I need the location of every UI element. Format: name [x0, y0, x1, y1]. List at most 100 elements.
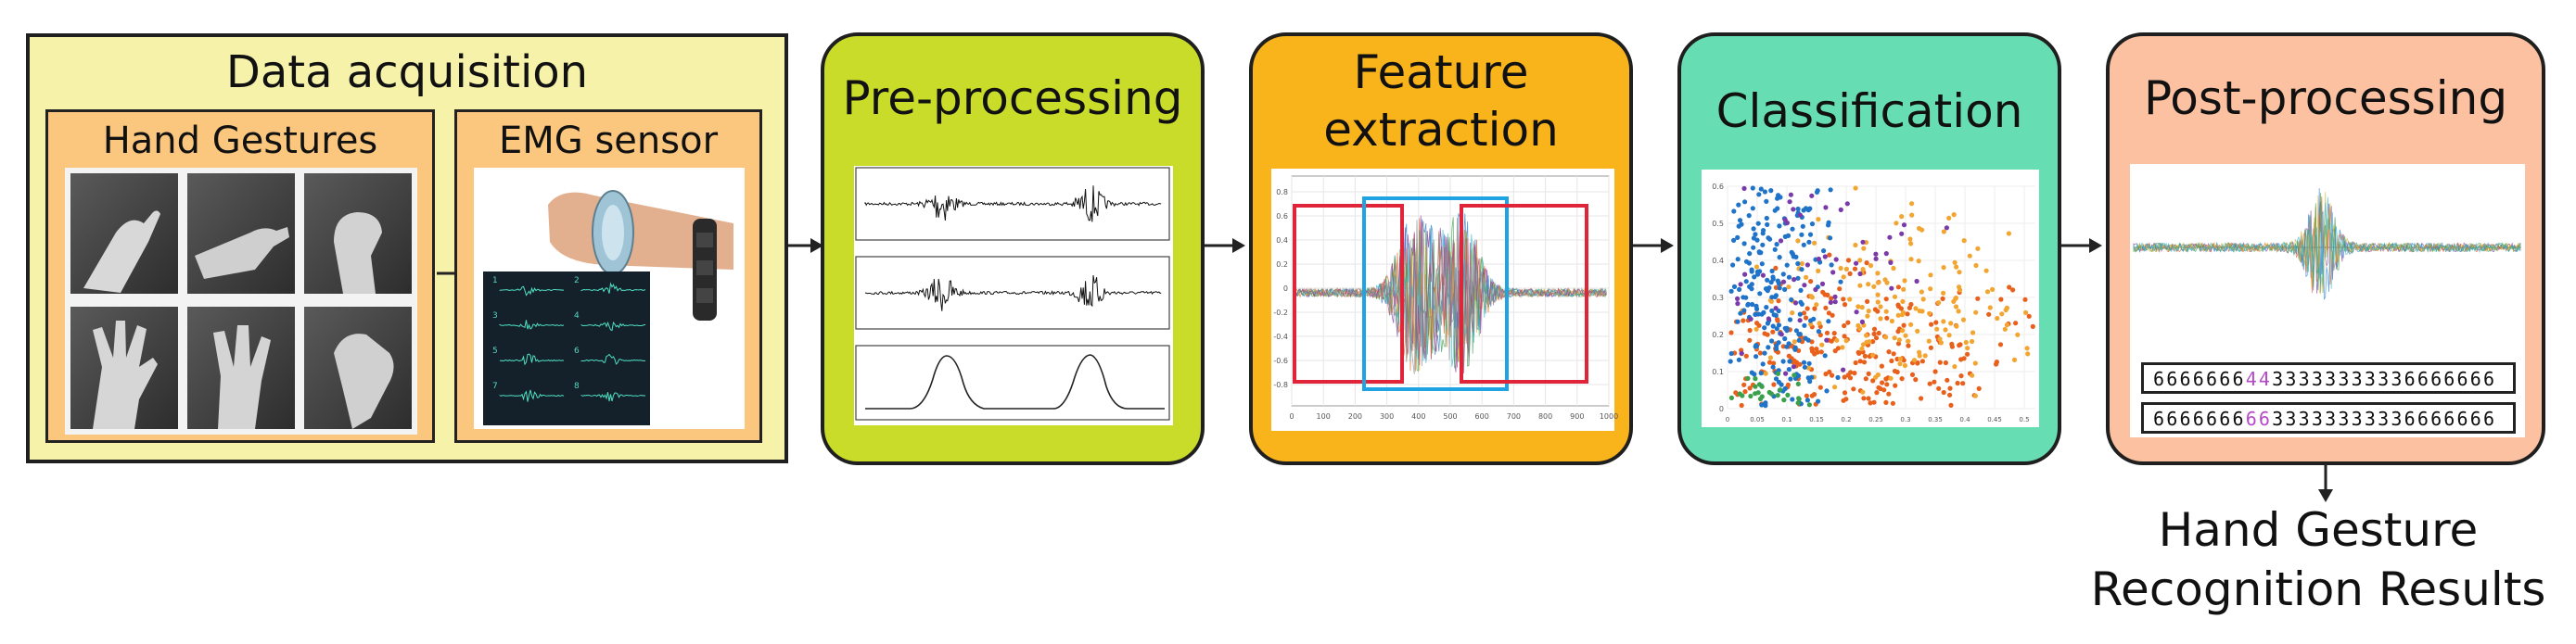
scatter-point	[1771, 360, 1777, 366]
scatter-point	[2010, 287, 2016, 293]
scatter-point	[1876, 385, 1881, 390]
emg-channel-trace	[580, 321, 645, 332]
scatter-point	[1802, 364, 1807, 370]
scatter-point	[1741, 382, 1747, 387]
scatter-point	[1760, 361, 1766, 367]
gesture-photo-4	[70, 307, 178, 429]
scatter-point	[1762, 325, 1767, 331]
scatter-point	[1775, 318, 1780, 323]
scatter-point	[1953, 304, 1959, 309]
scatter-point	[1860, 267, 1866, 272]
scatter-point	[1753, 384, 1758, 389]
pre-processing-title: Pre-processing	[842, 71, 1183, 125]
feature-x-tick: 400	[1411, 412, 1425, 421]
feature-y-tick: 0	[1283, 284, 1288, 293]
scatter-point	[1891, 351, 1896, 357]
hand-gestures-label: Hand Gestures	[102, 120, 378, 162]
scatter-point	[1745, 302, 1751, 308]
scatter-point	[1916, 259, 1921, 264]
scatter-point	[1906, 305, 1912, 310]
scatter-point	[1937, 360, 1943, 365]
scatter-point	[1758, 186, 1764, 192]
scatter-point	[1769, 308, 1775, 313]
scatter-point	[1808, 279, 1814, 284]
feature-y-tick: -0.2	[1273, 309, 1288, 317]
scatter-point	[1866, 371, 1871, 376]
scatter-x-tick: 0.1	[1781, 416, 1792, 423]
emg-channel-trace	[499, 320, 565, 330]
scatter-point	[1799, 267, 1804, 272]
scatter-point	[1967, 253, 1972, 259]
gesture-photo-6	[304, 307, 412, 429]
scatter-point	[1855, 304, 1861, 309]
scatter-point	[1764, 198, 1769, 204]
scatter-point	[1780, 279, 1787, 284]
scatter-point	[2022, 297, 2028, 302]
scatter-point	[1899, 231, 1905, 236]
scatter-point	[1957, 270, 1962, 275]
hand-gestures-image	[65, 168, 417, 435]
scatter-point	[1805, 208, 1811, 213]
scatter-point	[2002, 326, 2008, 332]
filtered-trace	[864, 275, 1162, 311]
scatter-point	[1735, 301, 1741, 307]
scatter-point	[1868, 263, 1874, 269]
scatter-point	[1812, 306, 1817, 311]
scatter-point	[1785, 382, 1791, 387]
data-acquisition-title: Data acquisition	[225, 46, 589, 98]
scatter-point	[1838, 207, 1843, 212]
scatter-point	[1785, 233, 1792, 238]
scatter-point	[1775, 206, 1780, 211]
scatter-point	[1795, 275, 1801, 281]
gesture-photo-3	[304, 173, 412, 294]
scatter-point	[1774, 242, 1779, 247]
scatter-point	[1797, 311, 1803, 317]
post-processing-title: Post-processing	[2143, 71, 2508, 125]
feature-channel-trace	[1293, 221, 1607, 374]
scatter-point	[1913, 306, 1919, 311]
scatter-point	[1828, 235, 1833, 241]
scatter-point	[1928, 345, 1933, 350]
scatter-point	[1895, 302, 1901, 308]
scatter-point	[1861, 396, 1867, 401]
scatter-point	[1873, 335, 1880, 341]
scatter-point	[1843, 338, 1849, 344]
scatter-point	[1811, 392, 1817, 398]
scatter-point	[1779, 332, 1784, 337]
scatter-point	[1961, 238, 1967, 244]
scatter-point	[1871, 284, 1877, 289]
emg-channel-number: 4	[574, 311, 580, 321]
scatter-point	[1871, 399, 1877, 405]
scatter-point	[1731, 208, 1737, 214]
scatter-point	[1906, 343, 1911, 348]
scatter-point	[1895, 284, 1901, 290]
scatter-point	[1750, 301, 1755, 308]
scatter-point	[1766, 345, 1771, 350]
scatter-point	[1789, 297, 1794, 303]
scatter-point	[1838, 279, 1843, 284]
scatter-point	[1900, 309, 1906, 315]
scatter-point	[1907, 236, 1913, 242]
scatter-point	[1791, 254, 1796, 259]
scatter-point	[1731, 237, 1737, 243]
scatter-point	[1762, 189, 1767, 195]
scatter-point	[1876, 330, 1881, 336]
scatter-point	[1736, 202, 1741, 208]
scatter-point	[1889, 358, 1894, 364]
scatter-point	[1976, 385, 1982, 391]
scatter-point	[1895, 312, 1901, 318]
pre-processing-stage: Pre-processing	[821, 32, 1205, 465]
scatter-point	[1970, 330, 1976, 335]
scatter-point	[1857, 283, 1863, 288]
classification-title: Classification	[1715, 84, 2023, 138]
feature-extraction-title-line1: Feature	[1353, 45, 1529, 99]
scatter-point	[1819, 342, 1825, 347]
feature-x-tick: 800	[1538, 412, 1552, 421]
scatter-point	[1952, 364, 1958, 370]
scatter-point	[1755, 311, 1761, 317]
scatter-point	[1857, 326, 1863, 332]
scatter-point	[1958, 373, 1964, 379]
scatter-point	[1735, 319, 1741, 324]
scatter-point	[1883, 399, 1889, 405]
